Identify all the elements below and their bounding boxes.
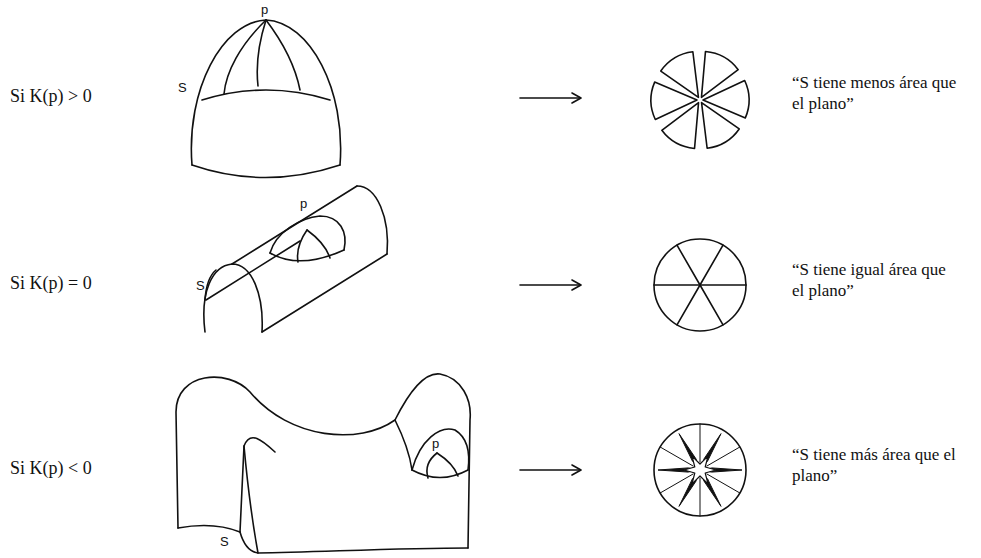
condition-label: Si K(p) > 0 (10, 86, 92, 108)
separated-sectors (651, 52, 749, 149)
surface-label: S (178, 80, 187, 96)
arrow (520, 280, 581, 290)
surface-label: S (220, 534, 229, 550)
note-text: “S tiene más área que el plano” (792, 444, 957, 487)
point-label: p (261, 2, 268, 18)
surface-label: S (196, 278, 205, 294)
note-text: “S tiene igual área que el plano” (792, 259, 957, 302)
overlapping-sectors (654, 424, 746, 516)
arrow (520, 93, 581, 103)
point-label: p (432, 436, 439, 452)
cylinder-surface (204, 186, 388, 332)
saddle-surface (176, 374, 470, 553)
arrow (520, 465, 581, 475)
point-label: p (300, 196, 307, 212)
dome-surface (191, 20, 340, 178)
note-text: “S tiene menos área que el plano” (792, 72, 957, 115)
condition-label: Si K(p) < 0 (10, 458, 92, 480)
condition-label: Si K(p) = 0 (10, 273, 92, 295)
flat-disk (654, 239, 746, 331)
